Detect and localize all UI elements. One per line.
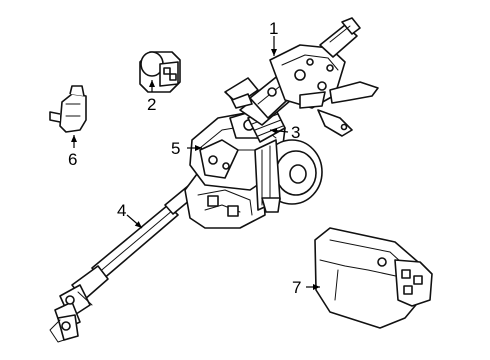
steering-column-assembly	[184, 17, 379, 229]
leader-3	[269, 127, 289, 134]
part-6-sensor	[49, 85, 87, 133]
callout-3: 3	[291, 123, 300, 142]
callout-1: 1	[269, 19, 278, 38]
intermediate-shaft	[49, 171, 214, 343]
callout-7: 7	[292, 278, 301, 297]
callout-4: 4	[117, 201, 126, 220]
part-7-control-module	[314, 227, 433, 329]
part-2-switch	[139, 51, 181, 93]
leader-4	[126, 214, 143, 229]
callout-2: 2	[147, 95, 156, 114]
callout-6: 6	[68, 150, 77, 169]
callout-5: 5	[171, 139, 180, 158]
